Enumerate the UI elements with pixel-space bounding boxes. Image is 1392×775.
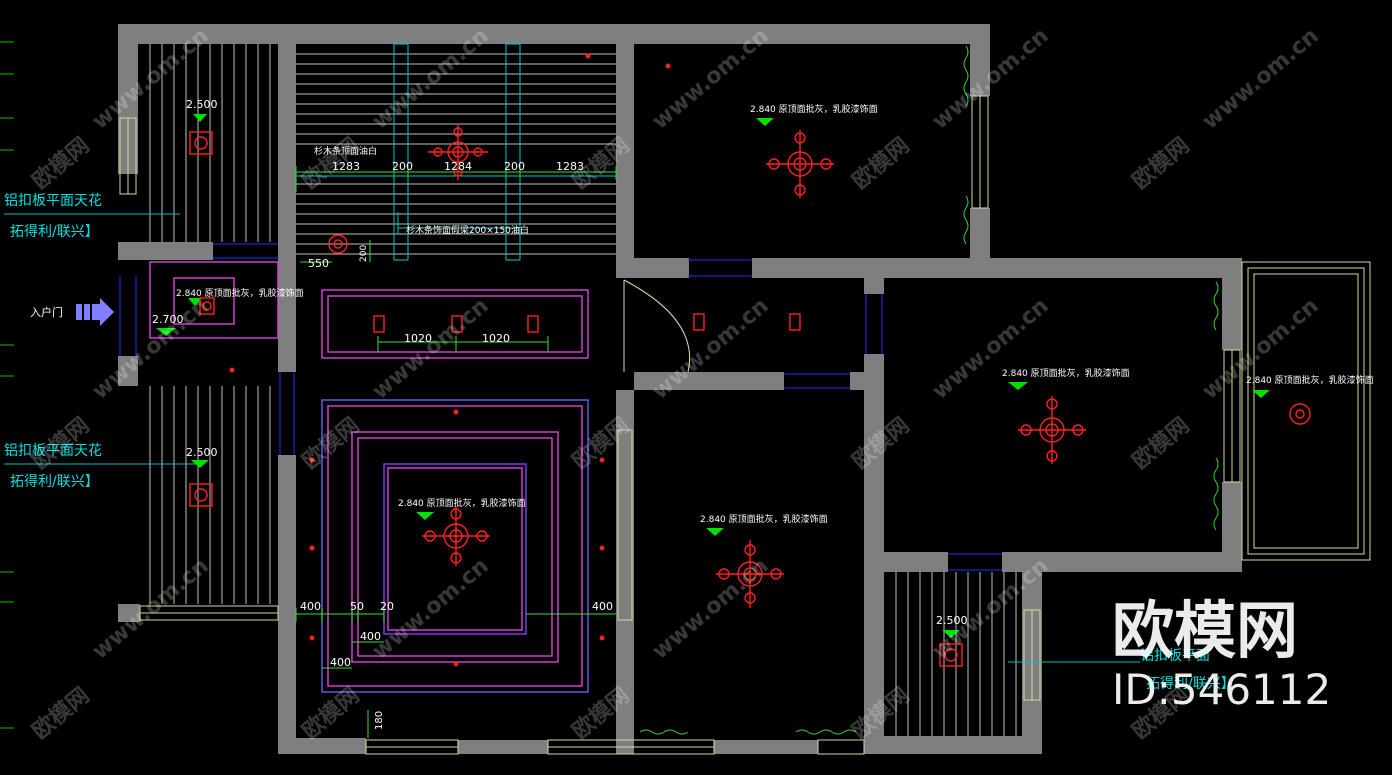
ceiling-note: 2.840 原顶面批灰，乳胶漆饰面 [398,497,526,509]
material-label: 拓得利/联兴】 [10,473,99,490]
hatch-left-bottom [149,386,271,604]
dimension-label: 200 [504,160,525,173]
exhaust-fan-icon [199,297,215,315]
walls [118,24,1242,754]
chandelier-icon [716,540,784,608]
dimension-label: 400 [300,600,321,613]
light-fixtures [189,124,1311,667]
ceiling-light-icon [328,234,348,254]
watermark-text: www.om.cn [368,294,494,405]
watermark-brand: 欧模网 [1127,412,1194,474]
door-openings [119,243,1002,571]
kitchen-note: 杉木条饰面假梁200×150油白 [406,224,529,236]
dimension-label: 1283 [332,160,360,173]
ceiling-light-icon [1289,403,1311,425]
material-label: 铝扣板平面天花 [4,443,102,459]
entry-label: 入户门 [30,305,63,319]
spot-light-icon [373,313,801,333]
watermark-brand: 欧模网 [27,132,94,194]
dimension-label: 1020 [404,332,432,345]
dimension-label: 400 [360,630,381,643]
ceiling-note: 2.840 原顶面批灰，乳胶漆饰面 [750,103,878,115]
watermark-brand: 欧模网 [847,132,914,194]
dimension-label: 200 [392,160,413,173]
watermark-text: www.om.cn [88,554,214,665]
hatch-kitchen [296,53,616,255]
left-edge-ticks [0,41,14,729]
dimension-label: 50 [350,600,364,613]
exhaust-fan-icon [189,483,213,507]
material-label: 铝扣板平面天花 [4,193,102,209]
exhaust-fan-icon [939,643,963,667]
dimension-label: 400 [330,656,351,669]
dimension-label: 1020 [482,332,510,345]
entry-door-swing [623,279,691,373]
watermark-text: www.om.cn [648,554,774,665]
curtain-marks [639,45,1219,735]
watermark-text: www.om.cn [1198,24,1324,135]
dimension-label: 200 [359,245,369,262]
chandelier-icon [766,130,834,198]
level-label: 2.500 [186,98,218,111]
watermark-text: www.om.cn [928,294,1054,405]
dimension-label: 550 [308,257,329,270]
chandelier-icon [422,506,490,566]
dimension-lines [295,166,617,738]
exhaust-fan-icon [189,131,213,155]
kitchen-note: 杉木条顶面油白 [314,145,377,157]
chandelier-icon [428,124,488,180]
dimension-label: 1283 [556,160,584,173]
dimension-label: 1284 [444,160,472,173]
dimension-labels: 1283 200 1284 200 1283 550 200 1020 1020… [300,160,613,730]
watermark-brand: 欧模网 [297,412,364,474]
label-leaders [4,212,1140,663]
watermark-brand: 欧模网 [27,682,94,744]
dimension-label: 400 [592,600,613,613]
chandelier-icon [1018,396,1086,464]
brand-logo-text: 欧模网 [1112,594,1298,667]
material-label: 拓得利/联兴】 [10,223,99,240]
ceiling-note: 2.840 原顶面批灰，乳胶漆饰面 [700,513,828,525]
watermark-brand: 欧模网 [1127,132,1194,194]
down-lights [229,53,671,667]
level-label: 2.500 [936,614,968,627]
windows [119,95,1371,755]
material-label: 铝扣板平面 [1140,648,1210,664]
dimension-label: 20 [380,600,394,613]
hatch-right-bath [895,572,1017,736]
level-labels: 2.500 2.500 2.500 2.700 2.840 原顶面批灰，乳胶漆饰… [152,98,1374,627]
ceiling-note: 2.840 原顶面批灰，乳胶漆饰面 [176,287,304,299]
watermark-text: www.om.cn [1198,294,1324,405]
model-id: ID:546112 [1112,665,1331,714]
level-markers [156,114,1270,638]
material-label: 拓得利/联兴】 [1146,675,1235,692]
level-label: 2.500 [186,446,218,459]
level-label: 2.700 [152,313,184,326]
material-labels: 铝扣板平面天花 拓得利/联兴】 铝扣板平面天花 拓得利/联兴】 铝扣板平面 拓得… [4,193,1235,692]
ceiling-note: 2.840 原顶面批灰，乳胶漆饰面 [1002,367,1130,379]
brand-stamp: 欧模网 ID:546112 [1112,594,1331,714]
ceiling-note: 2.840 原顶面批灰，乳胶漆饰面 [1246,374,1374,386]
hatch-left-top [149,44,271,242]
dimension-label: 180 [374,711,385,730]
ceiling-outlines [149,261,589,693]
entry-arrow-icon [76,298,114,326]
